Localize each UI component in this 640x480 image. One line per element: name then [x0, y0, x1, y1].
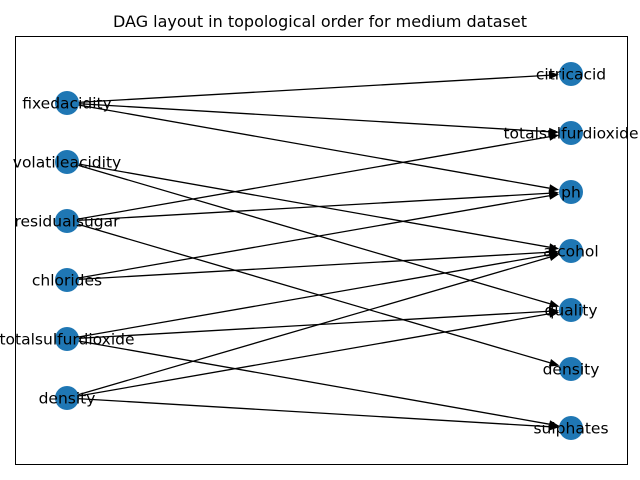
node-label-R3: alcohol [543, 243, 598, 261]
node-label-L2: residualsugar [14, 213, 120, 231]
edge-L1-R4 [66, 161, 551, 305]
node-R0[interactable] [559, 62, 583, 86]
edge-L2-R2 [66, 192, 550, 222]
arrowhead-L2-R5 [548, 358, 560, 367]
arrowhead-L5-R3 [548, 253, 560, 261]
node-L2[interactable] [55, 209, 79, 233]
edge-L3-R3 [66, 251, 550, 281]
node-label-L0: fixedacidity [22, 95, 112, 113]
edge-layer [66, 71, 560, 431]
diagram-title: DAG layout in topological order for medi… [113, 12, 527, 31]
node-label-L5: density [39, 390, 96, 408]
node-label-L4: totalsulfurdioxide [0, 331, 135, 349]
edge-L5-R4 [66, 313, 550, 399]
node-R2[interactable] [559, 180, 583, 204]
node-layer [55, 62, 583, 440]
node-label-R1: totalsulfurdioxide [503, 125, 638, 143]
arrowhead-L0-R0 [548, 71, 560, 80]
label-layer: fixedacidity volatileacidity residualsugar… [0, 66, 639, 438]
node-L5[interactable] [55, 386, 79, 410]
node-label-L1: volatileacidity [13, 154, 121, 172]
node-L0[interactable] [55, 91, 79, 115]
edge-L2-R1 [66, 136, 550, 222]
node-R5[interactable] [559, 357, 583, 381]
node-R4[interactable] [559, 298, 583, 322]
plot-frame [15, 36, 628, 465]
edge-L5-R6 [66, 397, 550, 428]
node-R1[interactable] [559, 121, 583, 145]
edge-L4-R3 [66, 254, 550, 340]
edge-L5-R3 [66, 256, 551, 399]
node-label-L3: chlorides [32, 272, 102, 290]
arrowhead-L5-R4 [548, 309, 560, 318]
edge-L0-R2 [66, 102, 550, 189]
node-L3[interactable] [55, 268, 79, 292]
node-R6[interactable] [559, 416, 583, 440]
node-label-R0: citricacid [536, 66, 606, 84]
edge-L4-R6 [66, 338, 550, 425]
arrowhead-L5-R6 [548, 422, 560, 431]
node-label-R4: quality [544, 302, 597, 320]
node-L1[interactable] [55, 150, 79, 174]
edge-L1-R3 [66, 161, 550, 248]
node-label-R6: sulphates [533, 420, 608, 438]
arrowhead-L2-R1 [548, 132, 560, 141]
edge-L3-R2 [66, 195, 550, 281]
node-L4[interactable] [55, 327, 79, 351]
arrowhead-L1-R4 [548, 299, 560, 308]
node-label-R2: ph [561, 184, 581, 202]
edge-L2-R5 [66, 220, 551, 364]
arrowhead-L3-R2 [548, 191, 560, 200]
node-R3[interactable] [559, 239, 583, 263]
edge-L0-R0 [66, 74, 550, 104]
edge-L4-R4 [66, 310, 550, 340]
node-label-R5: density [543, 361, 600, 379]
edge-L0-R1 [66, 102, 550, 133]
